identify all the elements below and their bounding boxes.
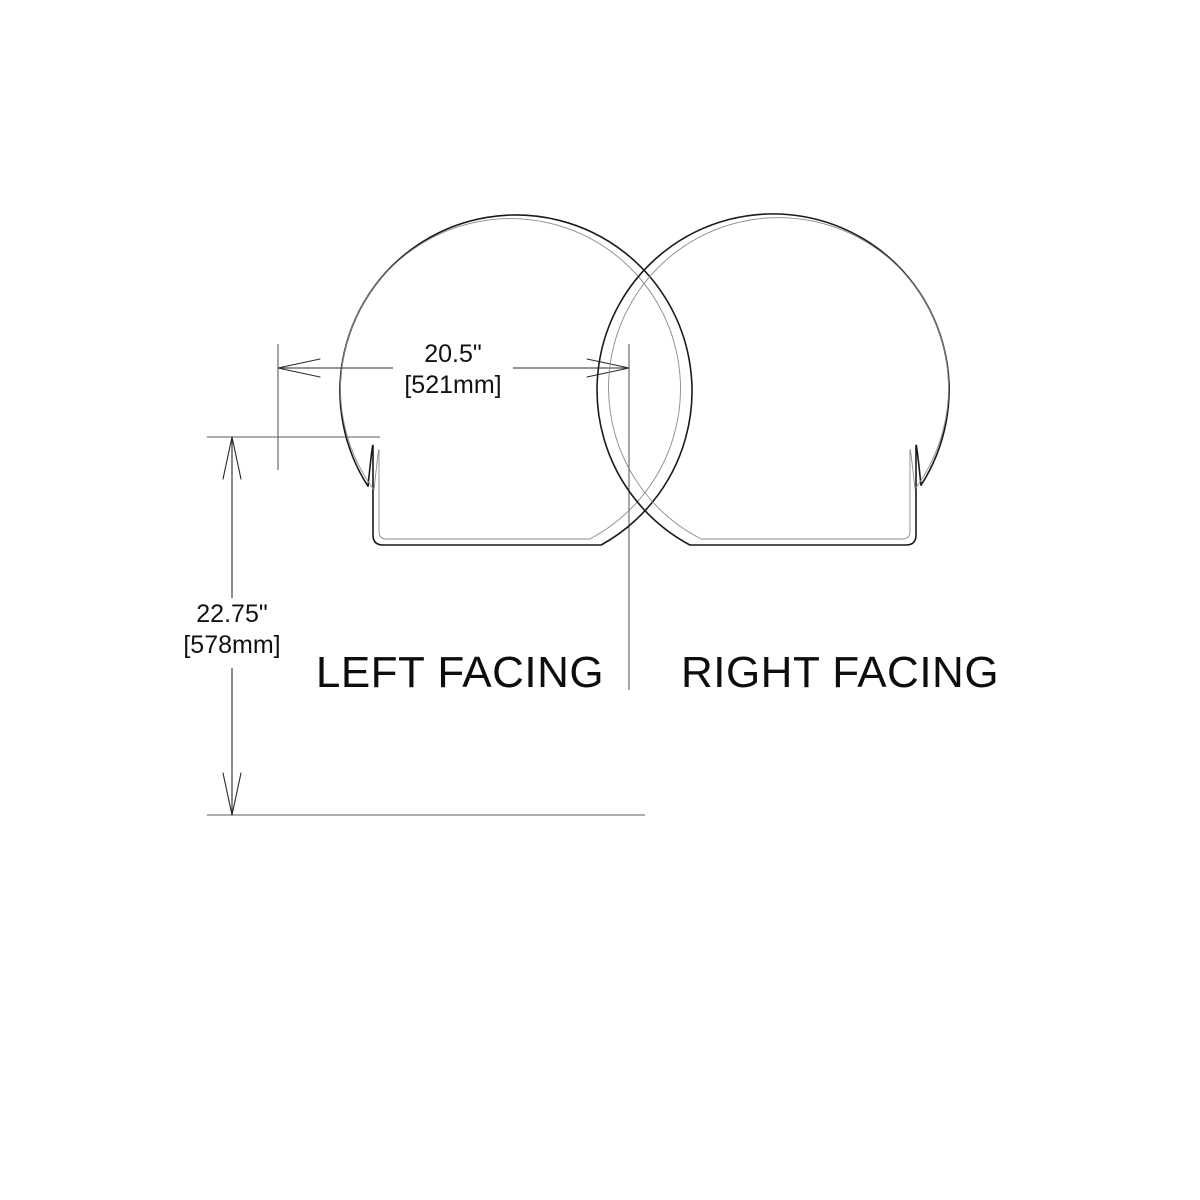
width-dimension-group: 20.5" [521mm] <box>277 340 630 690</box>
right-facing-label: RIGHT FACING <box>681 648 999 697</box>
left-facing-outline <box>339 214 693 546</box>
right-facing-outline <box>596 213 950 546</box>
height-dimension-group: 22.75" [578mm] <box>183 436 645 816</box>
width-dimension-value-imperial: 20.5" <box>424 340 482 368</box>
part-right-facing: RIGHT FACING <box>596 213 999 697</box>
height-dimension-value-imperial: 22.75" <box>196 600 267 628</box>
height-arrowhead-bottom <box>222 772 242 816</box>
height-dimension-value-metric: [578mm] <box>183 631 280 659</box>
width-dimension-value-metric: [521mm] <box>404 371 501 399</box>
width-arrowhead-left <box>277 358 321 378</box>
left-facing-label: LEFT FACING <box>316 648 604 697</box>
height-arrowhead-top <box>222 436 242 480</box>
width-arrowhead-right <box>586 358 630 378</box>
part-left-facing: LEFT FACING <box>316 214 693 697</box>
right-facing-inner-offset-line <box>608 217 950 540</box>
left-facing-inner-offset-line <box>340 218 681 540</box>
